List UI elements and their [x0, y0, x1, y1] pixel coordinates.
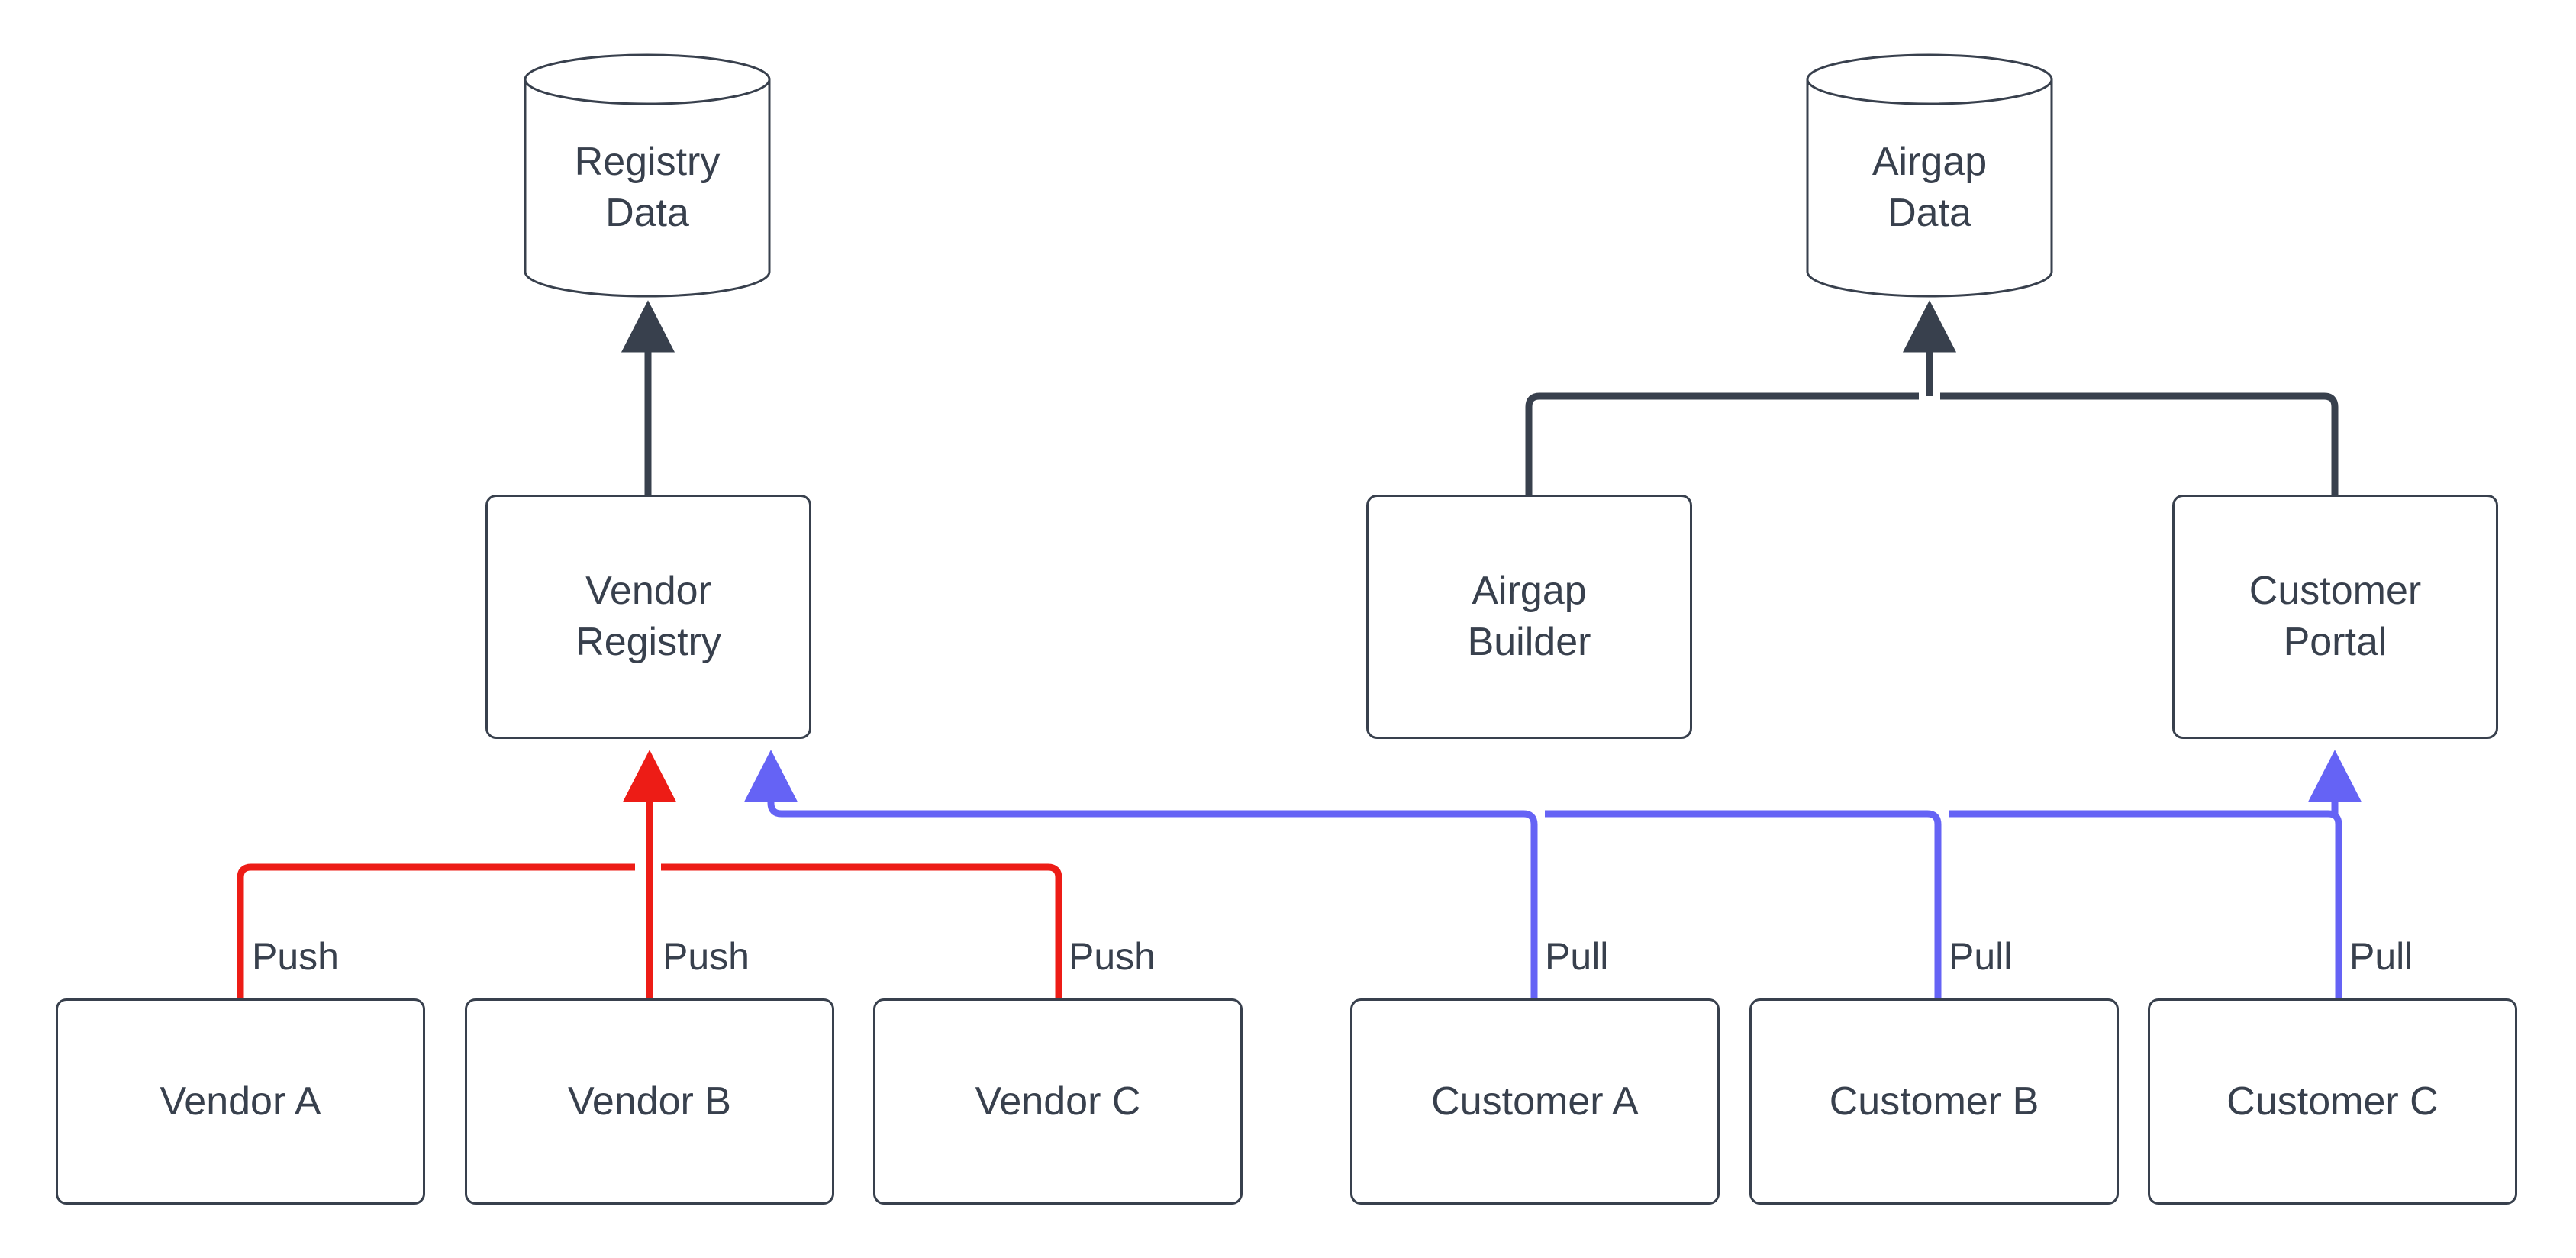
connector-customer-portal-to-airgap-data: [1940, 392, 2339, 495]
node-vendor-b-label: Vendor B: [568, 1079, 731, 1124]
node-vendor-a-label: Vendor A: [160, 1079, 321, 1124]
edge-label-pull-customer-c: Pull: [2349, 935, 2413, 978]
edge-label-pull-customer-b: Pull: [1949, 935, 2013, 978]
node-vendor-registry-label: Vendor Registry: [575, 569, 721, 664]
airgap-data-cylinder-shape: [1806, 53, 2053, 298]
connector-customer-c-pull: [1949, 810, 2342, 998]
node-vendor-b[interactable]: Vendor B: [465, 998, 834, 1205]
node-vendor-c[interactable]: Vendor C: [873, 998, 1243, 1205]
connector-customer-b-pull: [1545, 810, 1942, 998]
node-customer-a-label: Customer A: [1431, 1079, 1639, 1124]
registry-data-cylinder-shape: [524, 53, 771, 298]
node-customer-portal-label: Customer Portal: [2249, 569, 2422, 664]
node-customer-c-label: Customer C: [2226, 1079, 2439, 1124]
node-customer-b[interactable]: Customer B: [1749, 998, 2119, 1205]
node-vendor-a[interactable]: Vendor A: [56, 998, 425, 1205]
connector-vendor-a-push: [237, 863, 635, 998]
node-customer-a[interactable]: Customer A: [1350, 998, 1720, 1205]
edge-label-push-vendor-a: Push: [252, 935, 339, 978]
node-airgap-builder-label: Airgap Builder: [1467, 569, 1591, 664]
edge-label-push-vendor-c: Push: [1069, 935, 1156, 978]
node-airgap-builder[interactable]: Airgap Builder: [1366, 495, 1692, 739]
node-customer-b-label: Customer B: [1829, 1079, 2039, 1124]
connector-vendor-c-push: [661, 863, 1062, 998]
node-customer-portal[interactable]: Customer Portal: [2172, 495, 2498, 739]
node-vendor-registry[interactable]: Vendor Registry: [485, 495, 811, 739]
node-vendor-c-label: Vendor C: [975, 1079, 1141, 1124]
node-customer-c[interactable]: Customer C: [2148, 998, 2517, 1205]
connector-customer-a-pull: [743, 750, 1538, 998]
connector-airgap-builder-to-airgap-data: [1525, 392, 1919, 495]
edge-label-push-vendor-b: Push: [663, 935, 750, 978]
edge-label-pull-customer-a: Pull: [1545, 935, 1609, 978]
